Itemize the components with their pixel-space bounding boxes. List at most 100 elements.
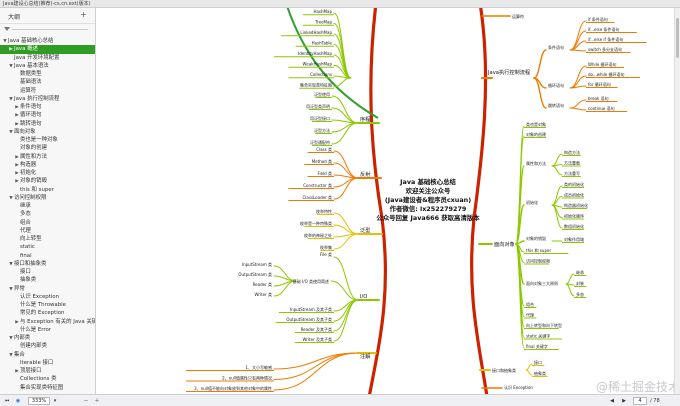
zoom-out-button[interactable]: － bbox=[83, 398, 89, 404]
outline-item[interactable]: 认识 Exception bbox=[0, 293, 95, 301]
outline-item[interactable]: 运算符 bbox=[0, 87, 95, 95]
expand-icon[interactable]: ▼ bbox=[9, 63, 13, 69]
outline-item[interactable]: ▶构造器 bbox=[0, 161, 95, 169]
mindmap-node-label: this 和 super bbox=[526, 247, 551, 253]
expand-icon[interactable]: ▼ bbox=[9, 96, 13, 102]
mindmap-edge bbox=[551, 165, 563, 176]
mindmap-node-label: 构造方法 bbox=[564, 149, 580, 155]
chevron-down-icon[interactable]: ▾ bbox=[53, 398, 57, 404]
outline-item[interactable]: 基础语法 bbox=[0, 78, 95, 86]
outline-item[interactable]: ▶属性和方法 bbox=[0, 153, 95, 161]
outline-item[interactable]: ▶对象的销毁 bbox=[0, 177, 95, 185]
mindmap-node-label: 对象的销毁 bbox=[526, 235, 546, 241]
outline-item[interactable]: 什么是 Error bbox=[0, 326, 95, 334]
view-icon[interactable]: ◉ bbox=[15, 398, 21, 404]
collapse-caret-icon[interactable] bbox=[4, 27, 10, 31]
outline-item[interactable]: Iterable 接口 bbox=[0, 359, 95, 367]
collapse-icon[interactable]: ▶ bbox=[15, 121, 19, 127]
expand-icon[interactable]: ▼ bbox=[9, 286, 13, 292]
collapse-icon[interactable]: ▶ bbox=[15, 171, 19, 176]
page-number-input[interactable]: 4 bbox=[633, 397, 647, 405]
mindmap-edge bbox=[525, 369, 533, 376]
outline-item[interactable]: this 和 super bbox=[0, 186, 95, 194]
outline-item-label: static bbox=[20, 244, 35, 251]
outline-item[interactable]: ▶循环语句 bbox=[0, 111, 95, 119]
prev-page-button[interactable]: ◀ bbox=[610, 398, 614, 404]
outline-item[interactable]: 集合实现类特征图 bbox=[0, 384, 95, 392]
outline-item[interactable]: 什么是 Throwable bbox=[0, 301, 95, 309]
outline-item[interactable]: 多态 bbox=[0, 210, 95, 218]
collapse-icon[interactable]: ▶ bbox=[15, 105, 19, 110]
outline-item-label: 什么是 Throwable bbox=[20, 302, 66, 308]
center-title-line: (Java建设者&程序员cxuan) bbox=[385, 195, 471, 204]
outline-item-label: 认识 Exception bbox=[20, 293, 60, 300]
outline-item[interactable]: Collections 类 bbox=[0, 375, 95, 383]
expand-icon[interactable]: ▼ bbox=[9, 336, 13, 341]
zoom-select[interactable]: 333% bbox=[28, 397, 50, 405]
outline-item[interactable]: Java 开发环境配置 bbox=[0, 54, 95, 62]
zoom-in-button[interactable]: ＋ bbox=[94, 398, 100, 404]
outline-item[interactable]: 组合 bbox=[0, 219, 95, 227]
outline-item[interactable]: ▶Java 概述 bbox=[0, 45, 95, 54]
outline-item-label: 条件语句 bbox=[20, 104, 42, 110]
outline-item[interactable]: final bbox=[0, 252, 95, 260]
next-page-button[interactable]: ▶ bbox=[622, 398, 626, 404]
expand-icon[interactable]: ▼ bbox=[9, 129, 13, 135]
expand-icon[interactable]: ▼ bbox=[9, 352, 13, 358]
outline-item[interactable]: 常见的 Exception bbox=[0, 309, 95, 317]
expand-icon[interactable]: ▼ bbox=[9, 261, 13, 267]
collapse-icon[interactable]: ▶ bbox=[15, 154, 19, 160]
outline-item-label: Java 基础核心总结 bbox=[8, 38, 54, 44]
first-page-button[interactable]: ⏮ bbox=[4, 398, 10, 404]
outline-item[interactable]: ▼接口和抽象类 bbox=[0, 260, 95, 268]
outline-item[interactable]: ▶初始化 bbox=[0, 169, 95, 177]
outline-item[interactable]: ▼Java 基础核心总结 bbox=[0, 37, 95, 45]
outline-item-label: 面向对象 bbox=[14, 128, 36, 135]
mindmap-edge bbox=[333, 233, 359, 250]
expand-icon[interactable]: ▼ bbox=[3, 39, 7, 44]
outline-item[interactable]: ▼Java 执行控制流程 bbox=[0, 95, 95, 103]
outline-item[interactable]: 数据类型 bbox=[0, 70, 95, 78]
outline-item[interactable]: ▶与 Exception 有关的 Java 关键字 bbox=[0, 318, 95, 326]
collapse-icon[interactable]: ▶ bbox=[9, 47, 13, 53]
outline-item[interactable]: ▼异常 bbox=[0, 285, 95, 293]
mindmap-node-label: Collections bbox=[310, 72, 332, 77]
mindmap-node-label: if...else if 条件语句 bbox=[588, 36, 623, 42]
outline-item[interactable]: static bbox=[0, 243, 95, 251]
sidebar-collapse-bar[interactable] bbox=[0, 24, 95, 37]
outline-item[interactable]: ▶顶层接口 bbox=[0, 367, 95, 375]
outline-item[interactable]: ▼Java 基本语法 bbox=[0, 62, 95, 70]
outline-item[interactable]: 类也是一种对象 bbox=[0, 136, 95, 144]
outline-item[interactable]: ▼访问控制权限 bbox=[0, 194, 95, 202]
vertical-scrollbar[interactable] bbox=[674, 8, 680, 394]
plus-icon[interactable]: + bbox=[80, 10, 87, 19]
collapse-icon[interactable]: ▶ bbox=[15, 369, 19, 374]
mindmap-node-label: 泛型方法 bbox=[314, 127, 330, 133]
expand-icon[interactable]: ▼ bbox=[9, 195, 13, 201]
outline-item[interactable]: ▶跳转语句 bbox=[0, 120, 95, 128]
collapse-icon[interactable]: ▶ bbox=[15, 179, 19, 185]
scrollbar-thumb[interactable] bbox=[676, 18, 679, 58]
mindmap-node-label: Constructor 类 bbox=[303, 182, 332, 188]
outline-item[interactable]: 创建内部类 bbox=[0, 342, 95, 350]
outline-item[interactable]: ▼内部类 bbox=[0, 334, 95, 342]
outline-item[interactable]: 接口 bbox=[0, 268, 95, 276]
collapse-icon[interactable]: ▶ bbox=[15, 162, 19, 168]
outline-item[interactable]: 代理 bbox=[0, 227, 95, 235]
outline-item[interactable]: ▼面向对象 bbox=[0, 128, 95, 136]
collapse-icon[interactable]: ▶ bbox=[15, 113, 19, 119]
outline-item-label: 顶层接口 bbox=[20, 368, 42, 374]
outline-item-label: 访问控制权限 bbox=[14, 194, 47, 201]
outline-item[interactable]: 向上转型 bbox=[0, 235, 95, 243]
outline-item[interactable]: 对象的创建 bbox=[0, 144, 95, 152]
outline-item[interactable]: 抽象类 bbox=[0, 276, 95, 284]
mindmap-node-label: Writer 类 bbox=[255, 291, 272, 297]
outline-item-label: Java 开发环境配置 bbox=[14, 54, 60, 61]
collapse-icon[interactable]: ▶ bbox=[15, 319, 19, 325]
mindmap-edge bbox=[515, 204, 525, 245]
outline-item[interactable]: ▼集合 bbox=[0, 351, 95, 359]
outline-item[interactable]: 继承 bbox=[0, 202, 95, 210]
outline-item[interactable]: ▶条件语句 bbox=[0, 103, 95, 111]
